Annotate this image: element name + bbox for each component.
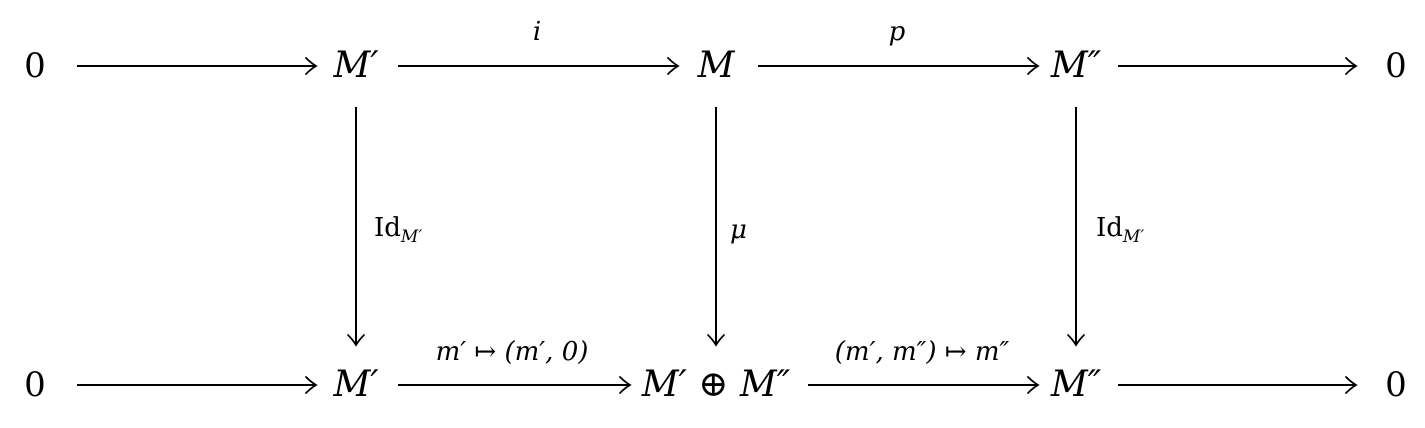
bottom-m-double-prime: M″ [1050,364,1102,405]
label-right-vertical-base: Id [1096,213,1123,243]
bottom-m-prime: M′ [332,364,378,405]
label-left-vertical-base: Id [374,213,401,243]
arrow-mu [707,107,725,347]
top-zero-left: 0 [24,46,46,86]
label-right-vertical: IdM′ [1096,213,1144,247]
arrow-bottom-inclusion [398,376,632,394]
arrow-p [758,57,1040,75]
label-i: i [533,17,541,47]
bottom-direct-sum: M′ ⊕ M″ [641,364,791,405]
label-bottom-projection: (m′, m″) ↦ m″ [835,337,1010,367]
top-zero-right: 0 [1385,46,1407,86]
arrow-bottom-zero-to-m-prime [77,376,318,394]
arrow-right-vertical [1067,107,1085,347]
arrow-bottom-projection [808,376,1040,394]
top-m-prime: M′ [332,45,378,86]
label-left-vertical-subscript: M′ [400,227,422,247]
label-left-vertical: IdM′ [374,213,422,247]
arrow-i [398,57,680,75]
top-m-double-prime: M″ [1050,45,1102,86]
arrow-top-m-double-prime-to-zero [1118,57,1358,75]
label-bottom-inclusion: m′ ↦ (m′, 0) [436,337,589,367]
label-mu: μ [730,215,747,245]
bottom-zero-right: 0 [1385,365,1407,405]
arrow-top-zero-to-m-prime [77,57,318,75]
arrow-bottom-m-double-prime-to-zero [1118,376,1358,394]
label-p: p [889,17,906,47]
top-m: M [697,45,736,86]
bottom-zero-left: 0 [24,365,46,405]
arrow-left-vertical [347,107,365,347]
label-right-vertical-subscript: M′ [1122,227,1144,247]
